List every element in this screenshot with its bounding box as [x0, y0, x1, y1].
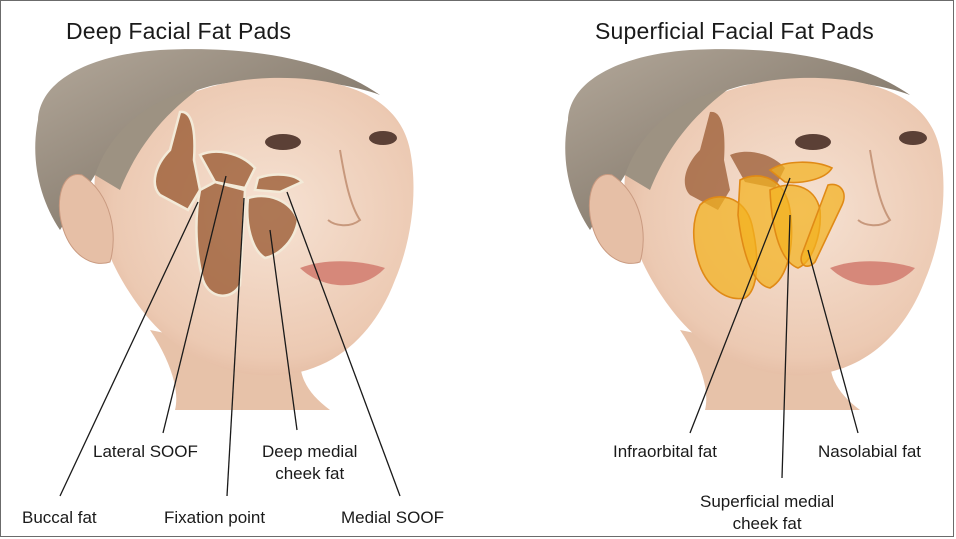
- label-infraorbital-fat: Infraorbital fat: [613, 441, 717, 463]
- label-superficial-medial-cheek-fat: Superficial medial cheek fat: [700, 491, 834, 535]
- label-nasolabial-fat: Nasolabial fat: [818, 441, 921, 463]
- label-medial-soof: Medial SOOF: [341, 507, 444, 529]
- left-eye: [265, 134, 301, 150]
- left-panel-title: Deep Facial Fat Pads: [66, 18, 291, 45]
- label-buccal-fat: Buccal fat: [22, 507, 97, 529]
- right-eye-far: [899, 131, 927, 145]
- label-deep-medial-line1: Deep medial: [262, 441, 357, 463]
- label-lateral-soof: Lateral SOOF: [93, 441, 198, 463]
- label-deep-medial-line2: cheek fat: [262, 463, 357, 485]
- label-superficial-medial-line2: cheek fat: [700, 513, 834, 535]
- label-deep-medial-cheek-fat: Deep medial cheek fat: [262, 441, 357, 485]
- label-fixation-point: Fixation point: [164, 507, 265, 529]
- label-superficial-medial-line1: Superficial medial: [700, 491, 834, 513]
- right-panel-title: Superficial Facial Fat Pads: [595, 18, 874, 45]
- right-eye: [795, 134, 831, 150]
- left-eye-far: [369, 131, 397, 145]
